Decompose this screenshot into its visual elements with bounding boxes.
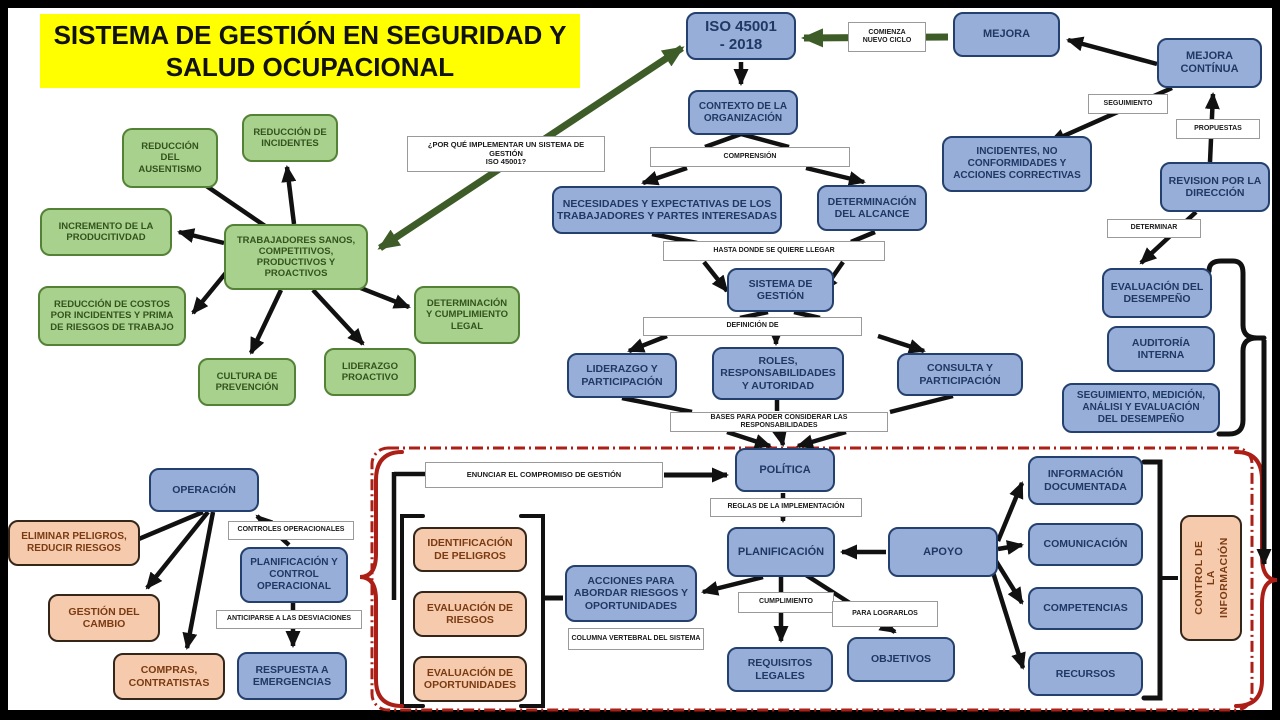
connector-arrow — [281, 165, 297, 225]
node-eliminar-peligros: ELIMINAR PELIGROS, REDUCIR RIESGOS — [8, 520, 140, 566]
node-mejora-continua: MEJORA CONTÍNUA — [1157, 38, 1262, 88]
node-requisitos-legales: REQUISITOS LEGALES — [727, 647, 833, 692]
connector-arrow — [248, 289, 284, 355]
connector-arrow — [1066, 36, 1158, 67]
connector-arrow — [177, 228, 225, 246]
node-gestion-cambio: GESTIÓN DEL CAMBIO — [48, 594, 160, 642]
connector-arrow — [889, 393, 954, 415]
node-acciones-abordar-riesgos: ACCIONES PARA ABORDAR RIESGOS Y OPORTUNI… — [565, 565, 697, 622]
red-brace — [1234, 450, 1278, 708]
black-bracket — [1206, 258, 1258, 437]
node-apoyo: APOYO — [888, 527, 998, 577]
node-liderazgo-participacion: LIDERAZGO Y PARTICIPACIÓN — [567, 353, 677, 398]
node-cultura-prevencion: CULTURA DE PREVENCIÓN — [198, 358, 296, 406]
node-incidentes-no-conformidades: INCIDENTES, NO CONFORMIDADES Y ACCIONES … — [942, 136, 1092, 192]
node-necesidades-expectativas: NECESIDADES Y EXPECTATIVAS DE LOS TRABAJ… — [552, 186, 782, 234]
node-determinacion-cumplimiento-legal: DETERMINACIÓN Y CUMPLIMIENTO LEGAL — [414, 286, 520, 344]
node-competencias: COMPETENCIAS — [1028, 587, 1143, 630]
node-auditoria-interna: AUDITORÍA INTERNA — [1107, 326, 1215, 372]
node-hasta-donde: HASTA DONDE SE QUIERE LLEGAR — [663, 241, 885, 261]
node-sistema-gestion: SISTEMA DE GESTIÓN — [727, 268, 834, 312]
node-controles-operacionales: CONTROLES OPERACIONALES — [228, 521, 354, 540]
connector-arrow — [145, 510, 210, 590]
node-comunicacion: COMUNICACIÓN — [1028, 523, 1143, 566]
connector-arrow — [850, 229, 876, 245]
node-para-lograrlos: PARA LOGRARLOS — [832, 601, 938, 627]
node-politica: POLÍTICA — [735, 448, 835, 492]
node-reduccion-incidentes: REDUCCIÓN DE INCIDENTES — [242, 114, 338, 162]
red-brace — [359, 450, 404, 708]
node-iso-45001: ISO 45001 - 2018 — [686, 12, 796, 60]
node-planificacion-control-operacional: PLANIFICACIÓN Y CONTROL OPERACIONAL — [240, 547, 348, 603]
connector-arrow — [702, 260, 729, 293]
connector-arrow — [740, 131, 790, 150]
connector-arrow — [701, 574, 764, 596]
black-bracket — [519, 514, 545, 708]
node-operacion: OPERACIÓN — [149, 468, 259, 512]
node-consulta-participacion: CONSULTA Y PARTICIPACIÓN — [897, 353, 1023, 396]
node-cumplimiento: CUMPLIMIENTO — [738, 592, 834, 613]
node-recursos: RECURSOS — [1028, 652, 1143, 696]
node-evaluacion-oportunidades: EVALUACIÓN DE OPORTUNIDADES — [413, 656, 527, 702]
node-liderazgo-proactivo: LIDERAZGO PROACTIVO — [324, 348, 416, 396]
node-determinar: DETERMINAR — [1107, 219, 1201, 238]
node-control-informacion: CONTROL DE LA INFORMACIÓN — [1180, 515, 1242, 641]
node-seguimiento: SEGUIMIENTO — [1088, 94, 1168, 114]
node-definicion-de: DEFINICIÓN DE — [643, 317, 862, 336]
connector-arrow — [621, 395, 693, 415]
node-comprension: COMPRENSIÓN — [650, 147, 850, 167]
node-evaluacion-riesgos: EVALUACIÓN DE RIESGOS — [413, 591, 527, 637]
connector-arrow — [772, 428, 787, 447]
black-bracket — [1141, 459, 1163, 701]
node-identificacion-peligros: IDENTIFICACIÓN DE PELIGROS — [413, 527, 527, 572]
node-contexto-organizacion: CONTEXTO DE LA ORGANIZACIÓN — [688, 90, 798, 135]
black-bracket — [400, 514, 425, 708]
node-planificacion: PLANIFICACIÓN — [727, 527, 835, 577]
node-enunciar-compromiso: ENUNCIAR EL COMPROMISO DE GESTIÓN — [425, 462, 663, 488]
node-informacion-documentada: INFORMACIÓN DOCUMENTADA — [1028, 456, 1143, 505]
node-reduccion-costos: REDUCCIÓN DE COSTOS POR INCIDENTES Y PRI… — [38, 286, 186, 346]
node-compras-contratistas: COMPRAS, CONTRATISTAS — [113, 653, 225, 700]
node-comienza-nuevo-ciclo: COMIENZA NUEVO CICLO — [848, 22, 926, 52]
node-incremento-productividad: INCREMENTO DE LA PRODUCITIVDAD — [40, 208, 172, 256]
node-mejora: MEJORA — [953, 12, 1060, 57]
node-trabajadores-sanos: TRABAJADORES SANOS, COMPETITIVOS, PRODUC… — [224, 224, 368, 290]
connector-arrow — [805, 165, 866, 186]
connector-arrow — [191, 267, 231, 315]
connector-arrow — [997, 540, 1024, 555]
node-respuesta-emergencias: RESPUESTA A EMERGENCIAS — [237, 652, 347, 700]
node-reglas-implementacion: REGLAS DE LA IMPLEMENTACIÓN — [710, 498, 862, 517]
node-anticiparse-desviaciones: ANTICIPARSE A LAS DESVIACIONES — [216, 610, 362, 629]
connector-arrow — [989, 568, 1026, 670]
node-objetivos: OBJETIVOS — [847, 637, 955, 682]
node-columna-vertebral: COLUMNA VERTEBRAL DEL SISTEMA — [568, 628, 704, 650]
connector-arrow — [627, 333, 668, 354]
node-reduccion-ausentismo: REDUCCIÓN DEL AUSENTISMO — [122, 128, 218, 188]
connector-arrow — [796, 429, 847, 449]
connector-arrow — [994, 559, 1024, 605]
node-roles-responsabilidades: ROLES, RESPONSABILIDADES Y AUTORIDAD — [712, 347, 844, 400]
node-determinacion-alcance: DETERMINACIÓN DEL ALCANCE — [817, 185, 927, 231]
node-bases-responsabilidades: BASES PARA PODER CONSIDERAR LAS RESPONSA… — [670, 412, 888, 432]
node-seguimiento-medicion: SEGUIMIENTO, MEDICIÓN, ANÁLISI Y EVALUAC… — [1062, 383, 1220, 433]
connector-arrow — [182, 511, 216, 650]
connector-arrow — [311, 288, 365, 346]
connector-arrow — [726, 429, 772, 449]
connector-arrow — [704, 131, 742, 150]
node-revision-direccion: REVISION POR LA DIRECCIÓN — [1160, 162, 1270, 212]
connector-arrow — [641, 165, 688, 186]
node-propuestas: PROPUESTAS — [1176, 119, 1260, 139]
node-por-que-implementar: ¿POR QUÉ IMPLEMENTAR UN SISTEMA DE GESTI… — [407, 136, 605, 172]
page-title: SISTEMA DE GESTIÓN EN SEGURIDAD Y SALUD … — [40, 14, 580, 88]
node-evaluacion-desempeno: EVALUACIÓN DEL DESEMPEÑO — [1102, 268, 1212, 318]
connector-arrow — [877, 333, 926, 354]
connector-arrow — [995, 481, 1025, 542]
